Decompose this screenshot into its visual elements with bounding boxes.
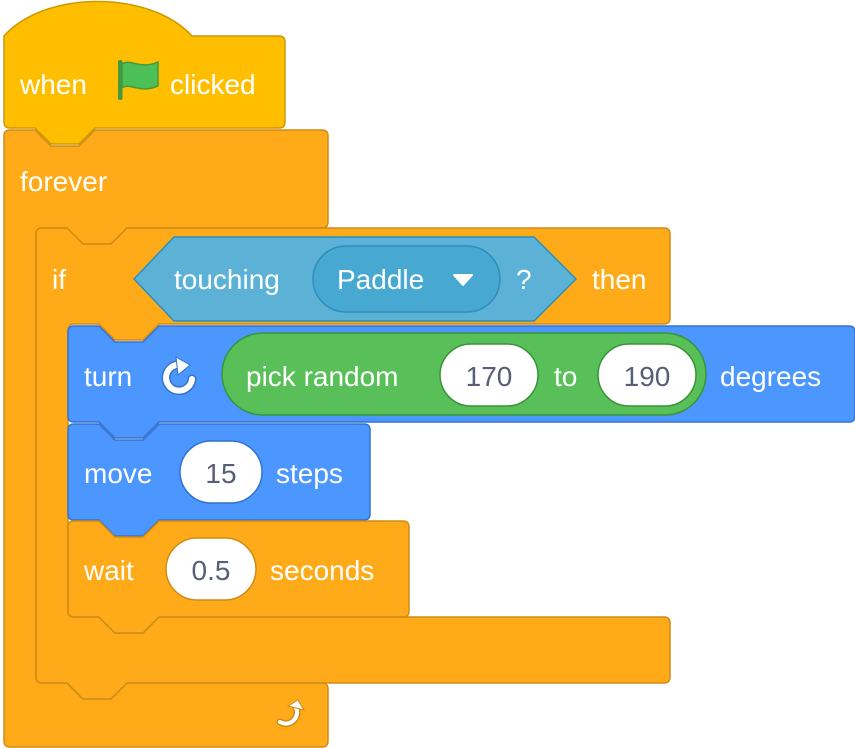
if-then-block[interactable]: if touching Paddle ? then (35, 227, 671, 700)
touching-condition[interactable]: touching Paddle ? (132, 236, 578, 322)
move-steps-value: 15 (205, 458, 236, 489)
turn-label: turn (84, 361, 132, 392)
wait-seconds-input[interactable] (165, 537, 257, 601)
then-label: then (592, 264, 647, 295)
steps-label: steps (276, 458, 343, 489)
sprite-menu[interactable]: Paddle (312, 245, 501, 313)
wait-seconds-block[interactable]: wait 0.5 seconds (67, 520, 410, 634)
dropdown-arrow-icon (453, 274, 473, 286)
rotate-right-icon (161, 356, 197, 396)
move-label: move (84, 458, 152, 489)
degrees-label: degrees (720, 361, 821, 392)
random-from-value: 170 (466, 361, 513, 392)
if-label: if (52, 264, 66, 295)
turn-degrees-block[interactable]: turn pick random 170 to 190 degrees (67, 325, 855, 439)
when-flag-clicked-block[interactable]: when clicked (3, 0, 286, 145)
random-to-value: 190 (624, 361, 671, 392)
pick-random-reporter[interactable]: pick random 170 to 190 (221, 332, 707, 416)
sprite-menu-value: Paddle (337, 264, 424, 295)
green-flag-icon (118, 60, 159, 100)
random-from-input[interactable] (439, 343, 539, 407)
forever-label: forever (20, 166, 107, 197)
random-to-input[interactable] (597, 343, 697, 407)
loop-arrow-icon (276, 699, 306, 728)
touching-label: touching (174, 264, 280, 295)
wait-seconds-value: 0.5 (192, 555, 231, 586)
seconds-label: seconds (270, 555, 374, 586)
wait-label: wait (83, 555, 134, 586)
move-steps-block[interactable]: move 15 steps (67, 423, 371, 537)
clicked-label: clicked (170, 69, 256, 100)
when-label: when (19, 69, 87, 100)
to-label: to (554, 361, 577, 392)
move-steps-input[interactable] (179, 440, 263, 504)
pick-random-label: pick random (246, 361, 399, 392)
question-mark: ? (516, 264, 532, 295)
